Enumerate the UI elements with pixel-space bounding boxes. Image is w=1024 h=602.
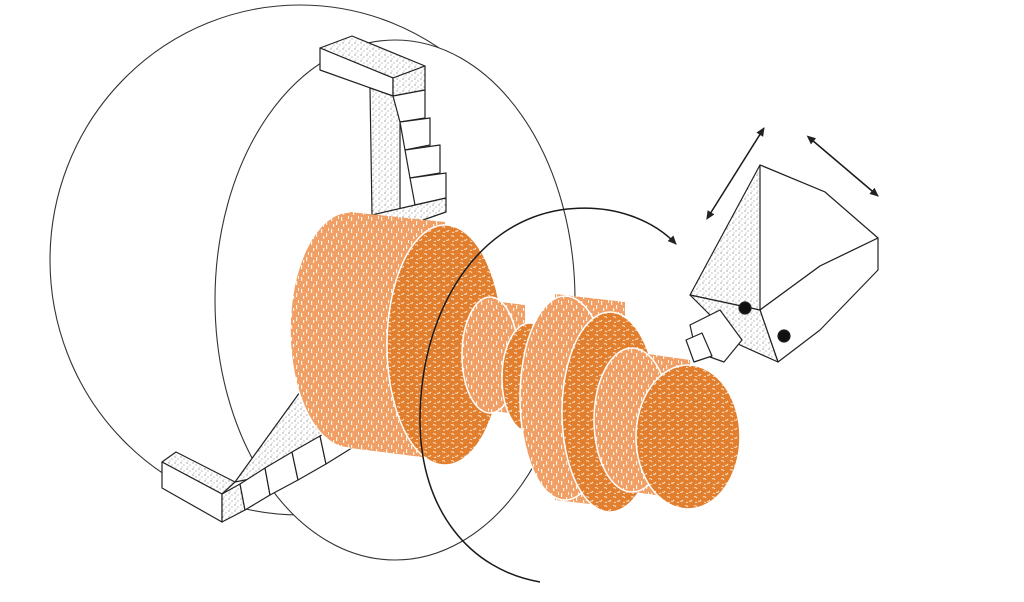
stepped-cylindrical-workpiece [289, 211, 741, 513]
rotation-arrow [419, 207, 677, 583]
tool-screw-2 [777, 329, 791, 343]
jaw-top-step-3 [404, 144, 441, 179]
feed-arrow-radial [706, 127, 765, 220]
jaw-top-step-2 [399, 117, 431, 151]
feed-arrow-axial [806, 135, 879, 197]
tool-insert-tip [685, 332, 713, 363]
rotation-arrow-curved [419, 207, 677, 583]
jaw-top-stem [369, 87, 401, 216]
jaw-top [319, 35, 447, 229]
workpiece-end-face [635, 364, 741, 510]
cutting-tool-holder [685, 164, 879, 363]
tool-screw-1 [738, 301, 752, 315]
feed-arrows [706, 127, 879, 220]
jaw-top-step-1 [392, 89, 426, 123]
